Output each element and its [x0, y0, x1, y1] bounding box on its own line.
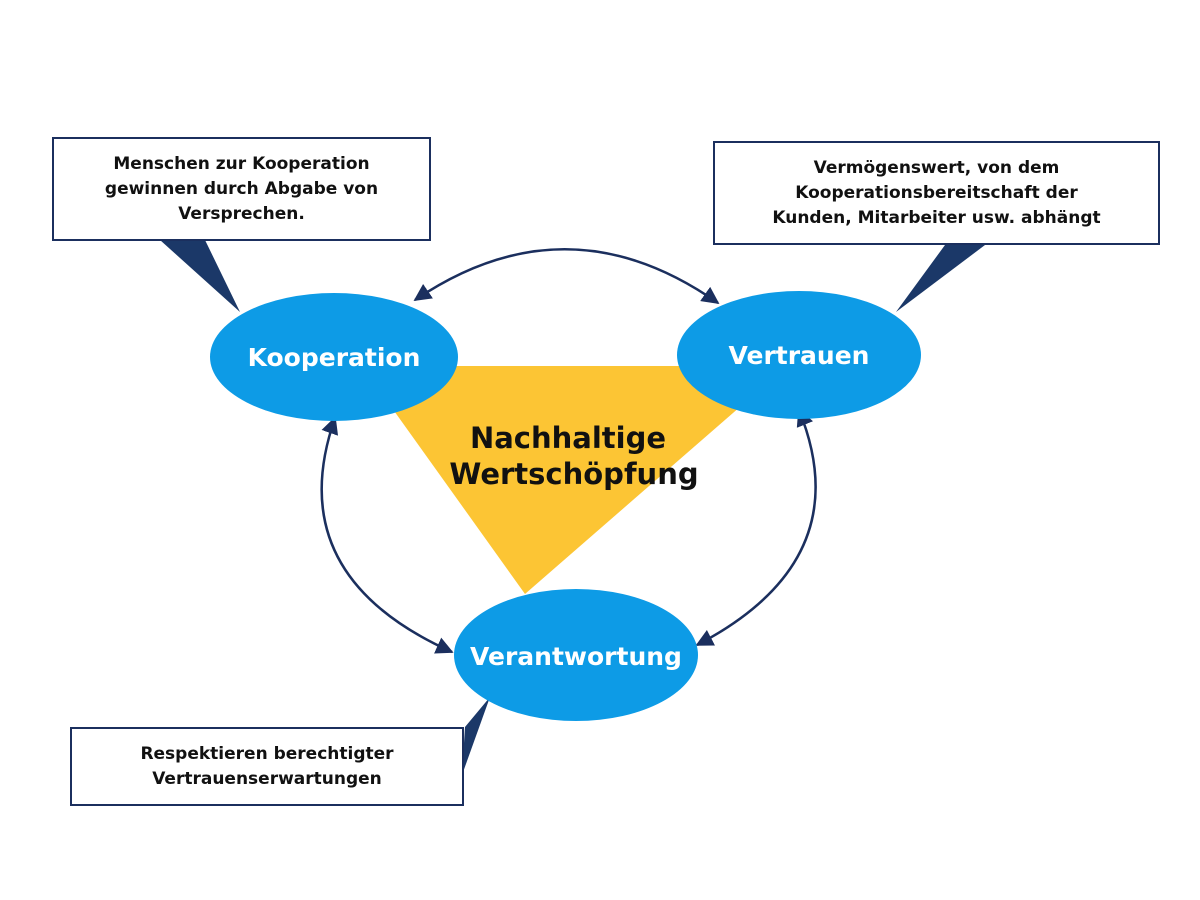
center-label-line1: Nachhaltige: [470, 421, 666, 455]
center-label-line2: Wertschöpfung: [449, 457, 698, 491]
node-label-kooperation: Kooperation: [248, 343, 421, 372]
node-label-verantwortung: Verantwortung: [470, 642, 682, 671]
callout-vertrauen: Vermögenswert, von dem Kooperationsberei…: [713, 141, 1160, 245]
node-vertrauen: [677, 291, 921, 419]
arrow-kooperation-verantwortung: [320, 416, 454, 654]
node-verantwortung: [454, 589, 698, 721]
callout-verantwortung: Respektieren berechtigter Vertrauenserwa…: [70, 727, 464, 806]
callout-pointer-kooperation: [160, 240, 240, 312]
callout-kooperation: Menschen zur Kooperation gewinnen durch …: [52, 137, 431, 241]
node-label-vertrauen: Vertrauen: [729, 341, 870, 370]
callout-pointer-vertrauen: [896, 245, 985, 312]
arrow-vertrauen-verantwortung: [695, 408, 817, 647]
arrow-kooperation-vertrauen: [413, 248, 720, 305]
callout-pointer-verantwortung: [462, 697, 490, 775]
node-kooperation: [210, 293, 458, 421]
center-triangle: [362, 366, 787, 594]
